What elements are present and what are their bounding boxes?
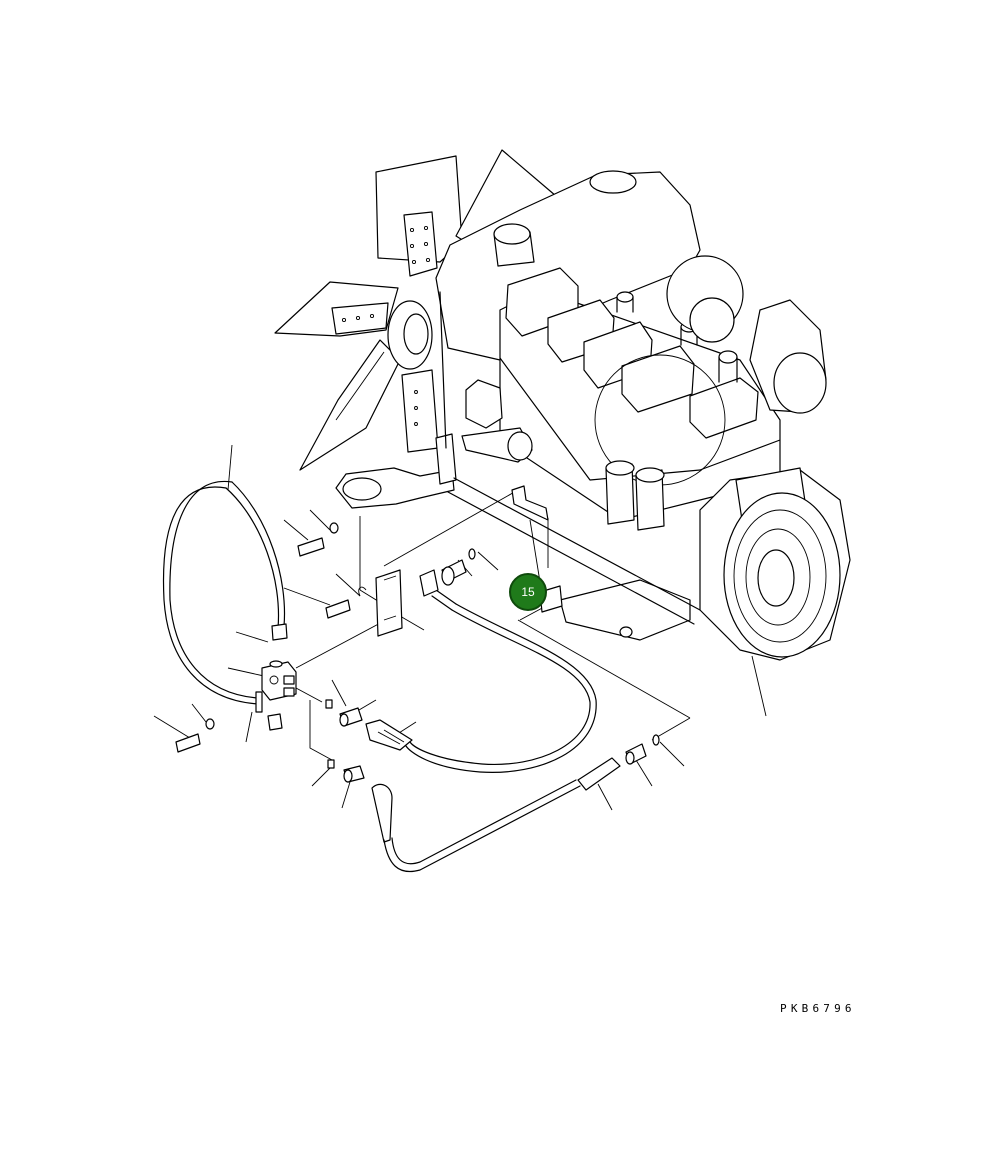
drawing-reference-code: PKB6796 bbox=[780, 1002, 856, 1015]
callout-marker-15[interactable]: 15 bbox=[509, 573, 547, 611]
cooling-fan bbox=[274, 149, 557, 471]
engine-block bbox=[335, 170, 851, 661]
frame-rails bbox=[439, 291, 701, 625]
hose-assembly bbox=[162, 480, 660, 873]
